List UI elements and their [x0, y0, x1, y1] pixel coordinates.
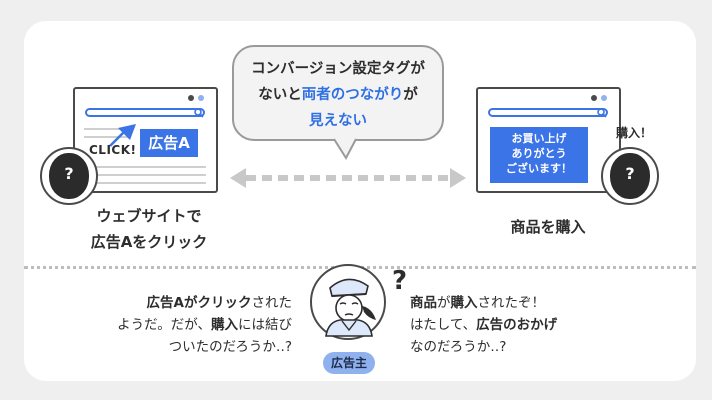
bubble-line-2-post: が — [403, 87, 418, 103]
right-note-line-2: はたして、広告のおかげ — [410, 314, 620, 336]
right-note-emphasis-3: 広告のおかげ — [476, 317, 558, 333]
bubble-text: コンバージョン設定タグが ないと両者のつながりが 見えない — [232, 56, 444, 134]
left-caption: ウェブサイトで 広告Aをクリック — [64, 203, 234, 255]
buy-label: 購入！ — [616, 126, 653, 140]
advertiser-left-note: 広告Aがクリックされた ようだ。だが、購入には結び ついたのだろうか‥? — [86, 292, 292, 358]
right-note-pre: はたして、 — [410, 317, 477, 333]
content-line — [84, 174, 206, 176]
left-caption-line-1: ウェブサイトで — [96, 207, 202, 225]
window-dot — [591, 95, 597, 101]
double-arrow — [230, 168, 466, 188]
face-question-mark: ? — [625, 164, 635, 183]
right-note-emphasis-2: 購入 — [450, 295, 478, 311]
window-dot — [188, 95, 194, 101]
window-dot — [198, 95, 204, 101]
window-dot — [601, 95, 607, 101]
bubble-line-2-pre: ないと — [258, 87, 302, 103]
right-note-mid: が — [437, 295, 451, 311]
content-line — [84, 136, 129, 138]
cursor-arrow-icon — [109, 124, 136, 147]
left-caption-line-2: 広告Aをクリック — [90, 233, 208, 251]
left-note-line-1: 広告Aがクリックされた — [86, 292, 292, 314]
bubble-line-3: 見えない — [309, 113, 367, 129]
left-note-line-2: ようだ。だが、購入には結び — [86, 314, 292, 336]
advertiser-person-icon — [325, 278, 376, 337]
bubble-line-1: コンバージョン設定タグが — [251, 61, 425, 77]
right-note-line-3: なのだろうか‥? — [410, 339, 507, 355]
content-line — [84, 128, 124, 130]
thanks-line-1: お買い上げ — [511, 132, 567, 145]
speech-bubble — [232, 45, 444, 141]
right-caption: 商品を購入 — [510, 218, 586, 236]
search-icon — [597, 108, 607, 118]
user-face-icon — [49, 153, 89, 199]
advertiser-question-mark: ? — [392, 266, 408, 296]
click-label: CLICK! — [89, 143, 137, 157]
search-icon — [194, 108, 204, 118]
search-bar — [85, 108, 205, 117]
face-question-mark: ? — [64, 164, 74, 183]
advertiser-badge: 広告主 — [323, 352, 375, 374]
right-note-line-1: 商品が購入されたぞ！ — [410, 292, 620, 314]
thanks-banner: お買い上げ ありがとう ございます！ — [490, 127, 588, 183]
left-note-line-3: ついたのだろうか‥? — [168, 339, 292, 355]
bubble-line-2: ないと両者のつながりが — [232, 82, 444, 108]
search-bar — [488, 108, 608, 117]
left-note-post: には結び — [238, 317, 292, 333]
user-face-icon — [610, 153, 650, 199]
left-note-emphasis: 広告Aがクリック — [146, 295, 252, 311]
bubble-tail — [334, 138, 357, 160]
ad-banner: 広告A — [140, 129, 198, 157]
content-line — [84, 166, 206, 168]
content-line — [84, 182, 206, 184]
bubble-line-2-emphasis: 両者のつながり — [301, 87, 404, 103]
right-note-post: されたぞ！ — [477, 295, 546, 311]
left-note-pre: ようだ。だが、 — [117, 317, 211, 333]
thanks-line-2: ありがとう — [511, 147, 567, 160]
left-note-emphasis-2: 購入 — [211, 317, 238, 333]
advertiser-right-note: 商品が購入されたぞ！ はたして、広告のおかげ なのだろうか‥? — [410, 292, 620, 358]
thanks-line-3: ございます！ — [506, 162, 572, 175]
left-note-rest: された — [251, 295, 293, 311]
right-note-emphasis-1: 商品 — [410, 295, 437, 311]
